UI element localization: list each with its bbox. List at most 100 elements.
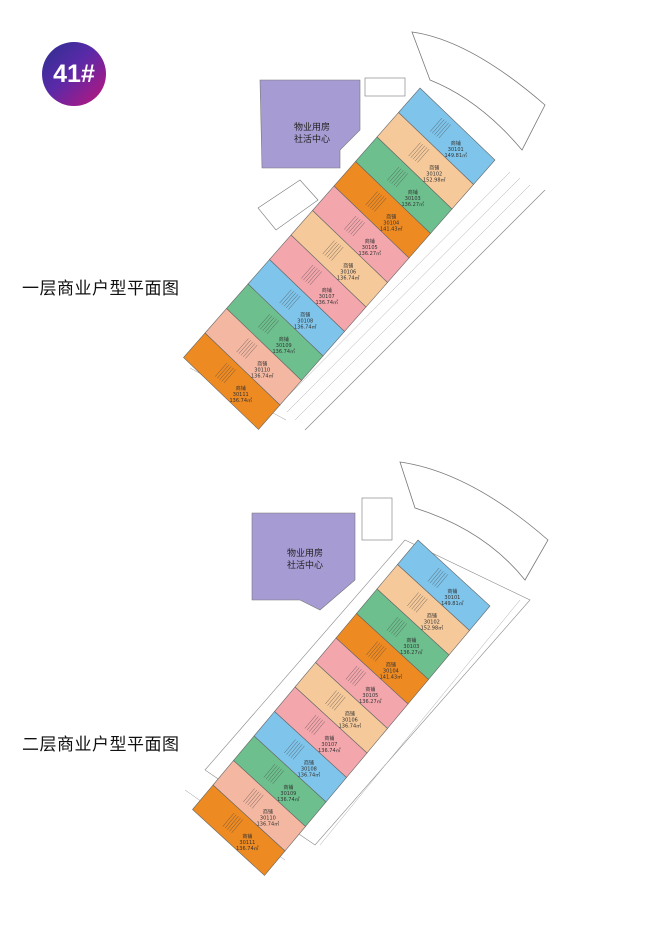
floor2-unit-id: 30105	[362, 693, 378, 699]
floor2-stair-hatch	[372, 646, 385, 660]
floor2-stair-hatch	[249, 793, 262, 807]
floor1-stair-hatch	[214, 362, 228, 377]
floor1-unit-prefix: 商铺	[408, 189, 418, 196]
floor2-unit-area: 149.81㎡	[441, 600, 464, 607]
floor2-stair-hatch	[436, 574, 449, 589]
floor2-stair-hatch	[347, 667, 360, 682]
floor1-unit-prefix: 商铺	[257, 360, 267, 367]
floor2-stair-hatch	[263, 763, 276, 778]
floor2-stair-hatch	[288, 742, 301, 757]
floor2-stair-hatch	[386, 616, 399, 631]
floor1-stair-hatch	[305, 268, 318, 282]
floor2-unit-prefix: 商铺	[447, 588, 457, 595]
floor1-stair-hatch	[266, 320, 279, 335]
floor1-stair-hatch	[429, 117, 443, 132]
floor2-stair-hatch	[272, 770, 285, 785]
floor2-unit-area: 136.74㎡	[277, 796, 300, 803]
floor2-unit-prefix: 商铺	[345, 711, 355, 718]
floor1-unit-id: 30111	[233, 392, 249, 398]
floor1-stair-hatch	[352, 222, 365, 237]
floor2-stair-hatch	[311, 719, 323, 734]
floor2-stair-hatch	[352, 670, 364, 685]
floor2-stair-hatch	[434, 572, 446, 587]
floor1-unit-area: 136.74㎡	[337, 274, 360, 281]
floor2-stair-hatch	[374, 647, 387, 662]
floor1-stair-hatch	[243, 343, 256, 358]
floor2-stair-hatch	[331, 695, 344, 709]
floor2-stair-hatch	[391, 620, 403, 634]
floor1-unit-id: 30108	[297, 318, 313, 324]
floor1-stair-hatch	[389, 168, 402, 183]
floor1-stair-hatch	[262, 317, 275, 331]
floor1-stair-hatch	[221, 367, 234, 382]
floor2-stair-hatch	[265, 765, 278, 780]
floor2-stair-hatch	[224, 814, 237, 829]
floor2-stair-hatch	[407, 592, 419, 607]
floor1-unit-prefix: 商铺	[236, 385, 246, 392]
floor2-stair-hatch	[229, 817, 241, 832]
floor2-stair-hatch	[345, 665, 358, 680]
floor1-unit-id: 30102	[426, 171, 442, 177]
floor1-stair-hatch	[436, 122, 449, 137]
floor1-left-stair	[257, 179, 319, 231]
floor1-stair-hatch	[329, 245, 342, 260]
floor2-office-line1: 物业用房	[287, 547, 323, 559]
floor2-stair-hatch	[327, 691, 339, 706]
floor2-stair-hatch	[329, 693, 342, 708]
floor1-stair-hatch	[240, 341, 254, 356]
floor2-unit-id: 30101	[444, 595, 460, 601]
floor2-unit-prefix: 商铺	[406, 637, 416, 644]
floor1-office-block	[259, 79, 361, 169]
floor1-unit-id: 30109	[276, 343, 292, 349]
floor1-office-line1: 物业用房	[294, 121, 330, 133]
floor1-unit-id: 30110	[254, 367, 270, 373]
floor2-stair-hatch	[411, 595, 424, 610]
floor1-stair-hatch	[408, 142, 421, 157]
floor1-unit-area: 136.74㎡	[316, 299, 339, 306]
floor1-unit-area: 136.74㎡	[294, 323, 317, 330]
floor1-units: 商铺30101149.81㎡商铺30102152.98㎡商铺30103136.2…	[183, 87, 496, 430]
floor1-stair-hatch	[279, 289, 292, 304]
floor2-stair-hatch	[415, 598, 428, 613]
floor1-stair-hatch	[369, 194, 383, 209]
floor1-stair-hatch	[223, 369, 236, 384]
floor1-office-line2: 社活中心	[294, 133, 330, 145]
floor1-stair-hatch	[438, 124, 451, 139]
floor1-stair-hatch	[417, 148, 430, 163]
floor1-stair-hatch	[257, 313, 271, 328]
floor1-plan: 物业用房 社活中心 商铺30101149.81㎡商铺30102152.98㎡商铺…	[183, 31, 546, 431]
floor1-stair-hatch	[260, 315, 273, 330]
floor2-stair-hatch	[350, 669, 362, 683]
floor1-unit-prefix: 商铺	[322, 287, 332, 294]
floor1-stair-hatch	[286, 294, 299, 309]
floor2-stair-hatch	[432, 571, 444, 585]
floor2-stair-hatch	[292, 745, 305, 760]
floor1-stair-hatch	[367, 193, 380, 207]
floor2-unit-prefix: 商铺	[263, 809, 273, 816]
floor2-unit-prefix: 商铺	[283, 784, 293, 791]
floor1-canopy	[411, 31, 546, 151]
floor2-canopy	[399, 461, 549, 581]
floor2-unit-area: 141.43㎡	[380, 674, 403, 681]
floor2-unit-id: 30108	[301, 767, 317, 773]
floor2-stair-hatch	[409, 593, 421, 608]
floor1-unit-id: 30104	[383, 220, 399, 226]
floor1-stair-hatch	[372, 196, 385, 211]
floor1-unit-area: 136.74㎡	[230, 397, 253, 404]
floor2-unit-area: 136.74㎡	[339, 723, 362, 730]
floor1-stair-hatch	[303, 266, 316, 281]
floor1-stair-hatch	[324, 242, 337, 256]
floor1-unit-area: 136.27㎡	[402, 201, 425, 208]
floor1-stair-hatch	[281, 291, 294, 305]
floor1-stair-hatch	[410, 144, 423, 158]
floor1-stair-hatch	[391, 170, 404, 184]
floor1-stair-hatch	[236, 338, 249, 353]
floor1-stair-hatch	[395, 173, 408, 188]
floor1-unit-prefix: 商铺	[343, 262, 353, 269]
floor2-unit-id: 30111	[239, 840, 255, 846]
floor1-stair-hatch	[432, 119, 445, 134]
floor1-stair-hatch	[412, 145, 426, 160]
floor2-unit-area: 136.74㎡	[257, 821, 280, 828]
floor2-unit-id: 30106	[342, 718, 358, 724]
